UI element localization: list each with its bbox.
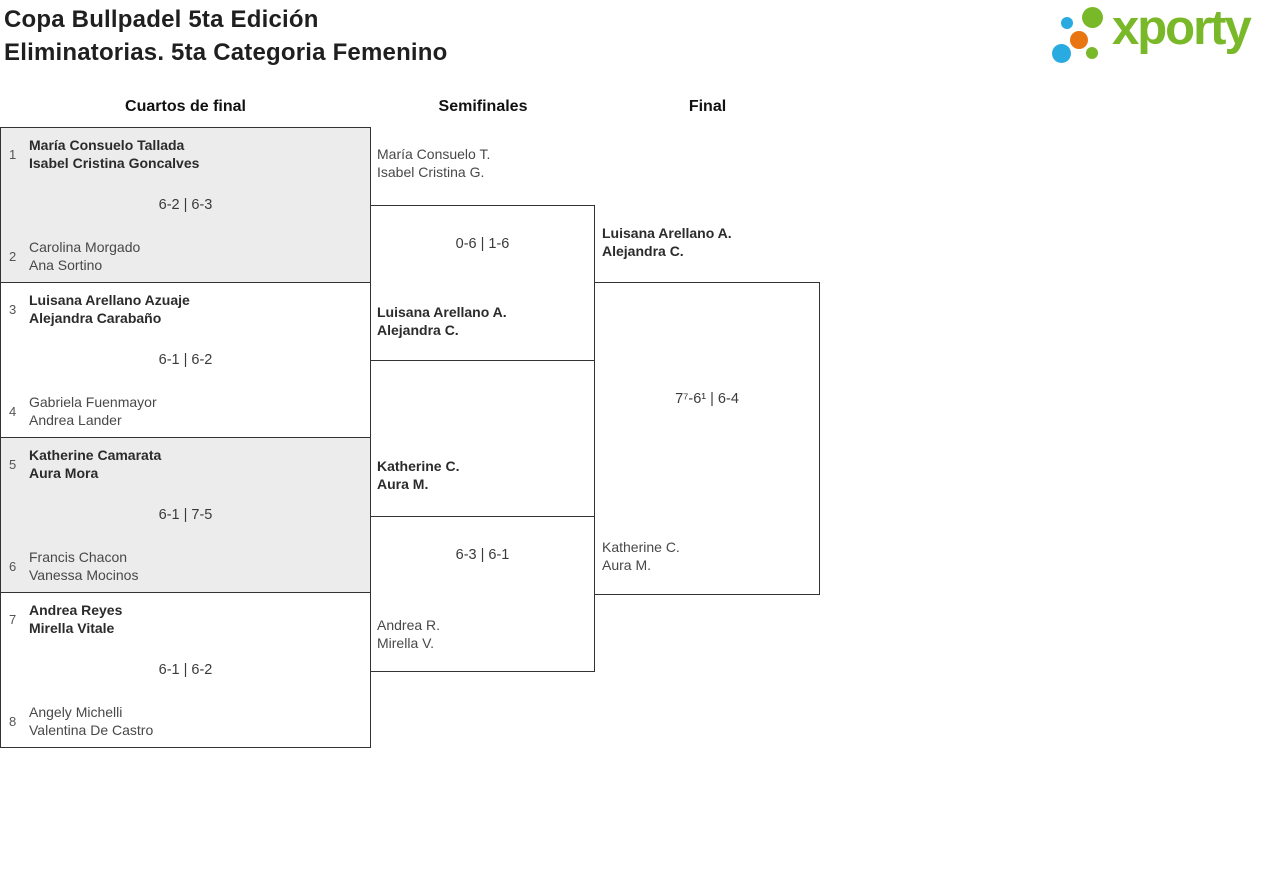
player-name: Katherine C. <box>602 539 680 555</box>
team-row: 5 Katherine Camarata Aura Mora <box>1 446 370 482</box>
match-quarterfinal-1: 1 María Consuelo Tallada Isabel Cristina… <box>1 128 370 283</box>
player-name: Aura M. <box>377 476 429 492</box>
round-header-semifinales: Semifinales <box>438 98 528 115</box>
player-name: Katherine C. <box>377 458 460 474</box>
team-row: 3 Luisana Arellano Azuaje Alejandra Cara… <box>1 291 370 327</box>
team-names: Luisana Arellano Azuaje Alejandra Caraba… <box>29 291 190 327</box>
team-row: 4 Gabriela Fuenmayor Andrea Lander <box>1 393 370 429</box>
match-score: 6-1 | 6-2 <box>158 662 213 678</box>
logo-dot-icon <box>1061 17 1073 29</box>
player-name: Andrea R. <box>377 617 441 633</box>
match-final-box: 7⁷-6¹ | 6-4 <box>594 282 820 595</box>
logo-dot-icon <box>1086 47 1098 59</box>
page-title-line1: Copa Bullpadel 5ta Edición <box>4 6 319 33</box>
match-quarterfinal-3: 5 Katherine Camarata Aura Mora 6-1 | 7-5… <box>1 438 370 593</box>
page-title-line2: Eliminatorias. 5ta Categoria Femenino <box>4 39 448 66</box>
player-name: Mirella V. <box>377 635 435 651</box>
player-name: María Consuelo Tallada <box>29 137 185 153</box>
logo-wordmark: xporty <box>1112 1 1252 55</box>
player-name: Ana Sortino <box>29 257 103 273</box>
page-title: Copa Bullpadel 5ta Edición Eliminatorias… <box>4 3 448 69</box>
team-names: Angely Michelli Valentina De Castro <box>29 703 153 739</box>
seed-number: 3 <box>9 301 17 317</box>
seed-number: 5 <box>9 456 17 472</box>
team-row: 2 Carolina Morgado Ana Sortino <box>1 238 370 274</box>
logo-dot-icon <box>1082 7 1103 28</box>
player-name: Andrea Lander <box>29 412 122 428</box>
player-name: Luisana Arellano A. <box>377 304 507 320</box>
player-name: Gabriela Fuenmayor <box>29 394 157 410</box>
quarterfinals-column: 1 María Consuelo Tallada Isabel Cristina… <box>0 127 371 748</box>
team-names: María Consuelo Tallada Isabel Cristina G… <box>29 136 199 172</box>
semifinal-1-team-2-names: Luisana Arellano A. Alejandra C. <box>377 303 507 339</box>
semifinal-1-team-1-names: María Consuelo T. Isabel Cristina G. <box>377 145 490 181</box>
match-score: 7⁷-6¹ | 6-4 <box>675 391 739 407</box>
player-name: Angely Michelli <box>29 704 123 720</box>
player-name: Alejandra C. <box>377 322 459 338</box>
seed-number: 4 <box>9 403 17 419</box>
seed-number: 7 <box>9 611 17 627</box>
team-row: 7 Andrea Reyes Mirella Vitale <box>1 601 370 637</box>
player-name: Alejandra C. <box>602 243 684 259</box>
team-row: 6 Francis Chacon Vanessa Mocinos <box>1 548 370 584</box>
team-names: Gabriela Fuenmayor Andrea Lander <box>29 393 157 429</box>
seed-number: 2 <box>9 248 17 264</box>
logo-dot-icon <box>1052 44 1071 63</box>
final-team-1-names: Luisana Arellano A. Alejandra C. <box>602 224 732 260</box>
team-names: Carolina Morgado Ana Sortino <box>29 238 140 274</box>
player-name: Francis Chacon <box>29 549 128 565</box>
final-team-2-names: Katherine C. Aura M. <box>602 538 680 574</box>
match-score: 6-2 | 6-3 <box>158 197 213 213</box>
semifinal-2-team-1-names: Katherine C. Aura M. <box>377 457 459 493</box>
seed-number: 8 <box>9 713 17 729</box>
player-name: Isabel Cristina Goncalves <box>29 155 200 171</box>
player-name: Mirella Vitale <box>29 620 115 636</box>
team-row: 8 Angely Michelli Valentina De Castro <box>1 703 370 739</box>
semifinal-2-team-2-names: Andrea R. Mirella V. <box>377 616 440 652</box>
xporty-logo[interactable]: xporty <box>1046 1 1276 66</box>
team-row: 1 María Consuelo Tallada Isabel Cristina… <box>1 136 370 172</box>
match-score: 6-1 | 7-5 <box>158 507 213 523</box>
seed-number: 1 <box>9 146 17 162</box>
round-header-final: Final <box>688 98 727 115</box>
player-name: Isabel Cristina G. <box>377 164 485 180</box>
logo-dot-icon <box>1070 31 1088 49</box>
player-name: Aura M. <box>602 557 652 573</box>
match-score: 6-1 | 6-2 <box>158 352 213 368</box>
player-name: Katherine Camarata <box>29 447 162 463</box>
player-name: Luisana Arellano Azuaje <box>29 292 190 308</box>
match-quarterfinal-2: 3 Luisana Arellano Azuaje Alejandra Cara… <box>1 283 370 438</box>
team-names: Andrea Reyes Mirella Vitale <box>29 601 122 637</box>
player-name: Andrea Reyes <box>29 602 123 618</box>
match-quarterfinal-4: 7 Andrea Reyes Mirella Vitale 6-1 | 6-2 … <box>1 593 370 747</box>
player-name: María Consuelo T. <box>377 146 491 162</box>
player-name: Alejandra Carabaño <box>29 310 162 326</box>
team-names: Francis Chacon Vanessa Mocinos <box>29 548 138 584</box>
player-name: Valentina De Castro <box>29 722 154 738</box>
player-name: Aura Mora <box>29 465 99 481</box>
player-name: Vanessa Mocinos <box>29 567 139 583</box>
team-names: Katherine Camarata Aura Mora <box>29 446 161 482</box>
match-score: 0-6 | 1-6 <box>455 236 510 252</box>
player-name: Luisana Arellano A. <box>602 225 732 241</box>
round-header-cuartos-de-final: Cuartos de final <box>125 98 246 115</box>
seed-number: 6 <box>9 558 17 574</box>
player-name: Carolina Morgado <box>29 239 141 255</box>
match-score: 6-3 | 6-1 <box>455 547 510 563</box>
